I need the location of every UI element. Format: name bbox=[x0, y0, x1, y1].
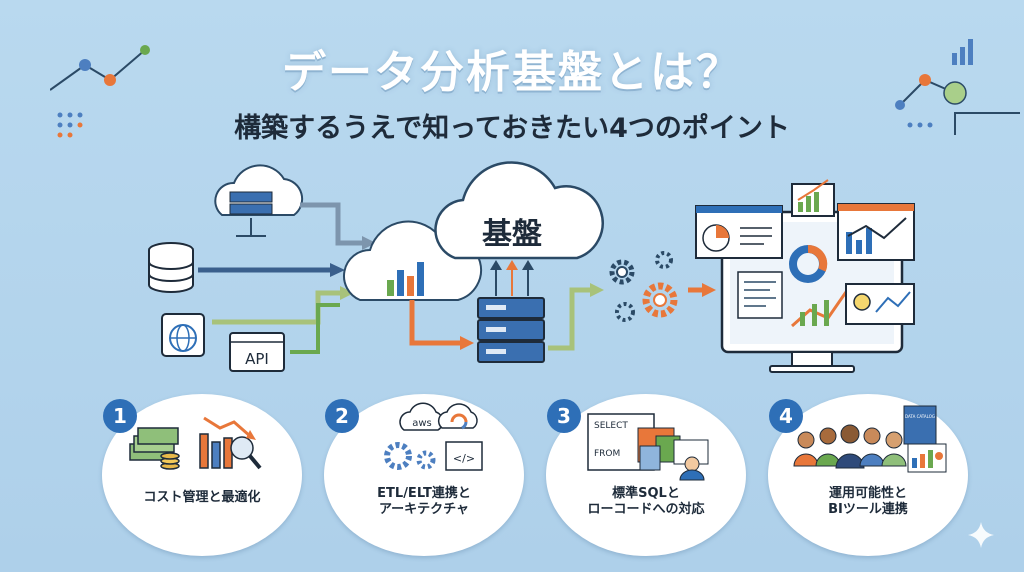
bi-dashboard-monitor bbox=[695, 179, 915, 373]
server-stack-icon bbox=[477, 297, 545, 363]
point-card-1: コスト管理と最適化 bbox=[102, 394, 302, 556]
sql-select-text: SELECT bbox=[594, 421, 628, 431]
point-4-label-line2: BIツール連携 bbox=[828, 502, 908, 517]
database-icon bbox=[148, 242, 194, 293]
point-3-badge: 3 bbox=[547, 399, 581, 433]
money-and-chart-icon bbox=[129, 416, 262, 470]
cloud-server-icon bbox=[214, 164, 304, 237]
point-card-4: DATA CATALOG 運用可能性と BIツール連携 bbox=[768, 394, 968, 556]
sparkle-icon bbox=[968, 522, 994, 548]
cloud-gears-code-icon: aws </> bbox=[384, 402, 483, 471]
team-bi-icon: DATA CATALOG bbox=[793, 405, 947, 473]
point-card-3: SELECT FROM 標準SQLと ローコードへの対応 bbox=[546, 394, 746, 556]
point-3-label-line1: 標準SQLと bbox=[612, 486, 680, 501]
page-subtitle: 構築するうえで知っておきたい4つのポイント bbox=[234, 113, 790, 144]
svg-text:</>: </> bbox=[453, 452, 475, 465]
aws-text: aws bbox=[412, 418, 432, 429]
point-1-badge: 1 bbox=[103, 399, 137, 433]
point-2-label-line2: アーキテクチャ bbox=[378, 502, 470, 517]
page-title: データ分析基盤とは？ bbox=[282, 47, 742, 98]
decor-top-left bbox=[50, 45, 150, 138]
data-catalog-text: DATA CATALOG bbox=[905, 414, 935, 419]
point-3-label-line2: ローコードへの対応 bbox=[587, 502, 705, 517]
api-label: API bbox=[245, 350, 269, 368]
sql-puzzle-icon: SELECT FROM bbox=[587, 413, 709, 481]
point-4-badge: 4 bbox=[769, 399, 803, 433]
point-1-label: コスト管理と最適化 bbox=[143, 490, 261, 505]
web-globe-icon bbox=[161, 313, 205, 357]
gears-icon bbox=[609, 251, 678, 322]
hub-cloud: 基盤 bbox=[434, 161, 604, 260]
decor-top-right bbox=[895, 39, 1020, 135]
point-4-label-line1: 運用可能性と bbox=[828, 486, 907, 501]
point-2-label-line1: ETL/ELT連携と bbox=[377, 486, 471, 501]
hub-label: 基盤 bbox=[482, 217, 542, 252]
sql-from-text: FROM bbox=[594, 449, 620, 459]
api-window-icon: API bbox=[229, 332, 285, 372]
point-2-badge: 2 bbox=[325, 399, 359, 433]
